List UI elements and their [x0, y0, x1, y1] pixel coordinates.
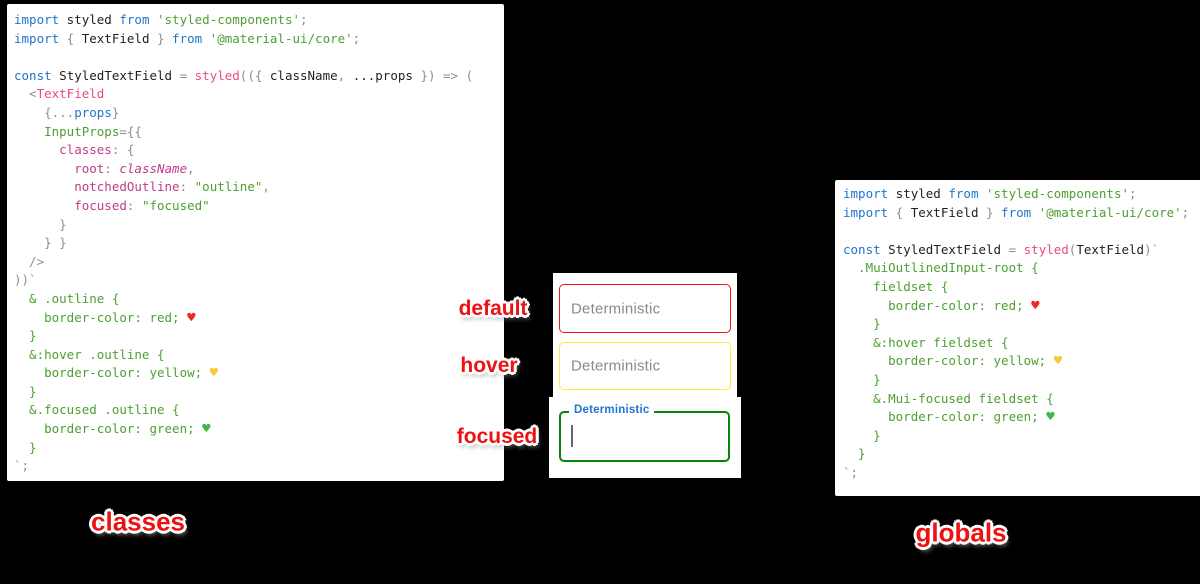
code-line: border-color: green; ♥	[843, 409, 1055, 426]
code-line: const StyledTextField = styled(TextField…	[843, 241, 1160, 257]
code-line: &.Mui-focused fieldset {	[843, 390, 1054, 406]
code-line: &.focused .outline {	[14, 402, 180, 418]
code-line: } }	[14, 235, 67, 251]
code-line: }	[843, 316, 881, 332]
code-line: }	[14, 216, 67, 232]
code-line: classes: {	[14, 142, 135, 158]
code-line: &:hover fieldset {	[843, 334, 1009, 350]
code-line: root: className,	[14, 160, 195, 176]
textfield-default[interactable]: Deterministic	[559, 284, 731, 333]
code-block-classes: import styled from 'styled-components'; i…	[7, 4, 504, 481]
code-line: border-color: yellow; ♥	[14, 365, 219, 382]
annotation-hover: hover	[460, 354, 518, 377]
code-line: import { TextField } from '@material-ui/…	[843, 204, 1190, 220]
code-line: import styled from 'styled-components';	[843, 186, 1137, 201]
code-line	[843, 222, 1200, 241]
code-line: />	[14, 253, 45, 269]
code-line: `;	[843, 464, 859, 480]
code-line: }	[843, 371, 881, 387]
code-line: focused: "focused"	[14, 197, 210, 213]
textfield-placeholder: Deterministic	[571, 300, 661, 317]
textfield-hover[interactable]: Deterministic	[559, 342, 731, 390]
code-line: `;	[14, 458, 30, 474]
code-line: & .outline {	[14, 290, 120, 306]
text-cursor	[571, 425, 573, 447]
code-line: }	[843, 427, 881, 443]
code-line	[14, 48, 504, 67]
code-line: ))`	[14, 272, 37, 288]
code-line: border-color: green; ♥	[14, 421, 211, 438]
textfield-focused[interactable]: Deterministic	[559, 404, 730, 462]
code-line: }	[14, 439, 37, 455]
caption-globals: globals	[915, 517, 1007, 548]
code-line: }	[14, 383, 37, 399]
code-line: notchedOutline: "outline",	[14, 179, 270, 195]
code-line: InputProps={{	[14, 123, 142, 139]
code-line: fieldset {	[843, 278, 949, 294]
floating-label: Deterministic	[569, 404, 655, 416]
code-line: }	[14, 328, 37, 344]
code-line: import styled from 'styled-components';	[14, 12, 308, 27]
annotation-focused: focused	[456, 425, 538, 448]
textfield-placeholder: Deterministic	[571, 357, 661, 375]
annotation-default: default	[458, 297, 528, 320]
code-line: border-color: red; ♥	[843, 297, 1040, 314]
code-line: border-color: red; ♥	[14, 309, 196, 326]
code-line: }	[843, 446, 866, 462]
code-line: .MuiOutlinedInput-root {	[843, 260, 1039, 276]
code-line: import { TextField } from '@material-ui/…	[14, 30, 361, 46]
code-line: &:hover .outline {	[14, 346, 165, 362]
code-line: border-color: yellow; ♥	[843, 353, 1063, 370]
code-block-globals: import styled from 'styled-components'; i…	[835, 180, 1200, 496]
code-line: <TextField	[14, 86, 105, 102]
code-line: const StyledTextField = styled(({ classN…	[14, 67, 474, 83]
caption-classes: classes	[91, 506, 185, 537]
code-line: {...props}	[14, 104, 120, 120]
